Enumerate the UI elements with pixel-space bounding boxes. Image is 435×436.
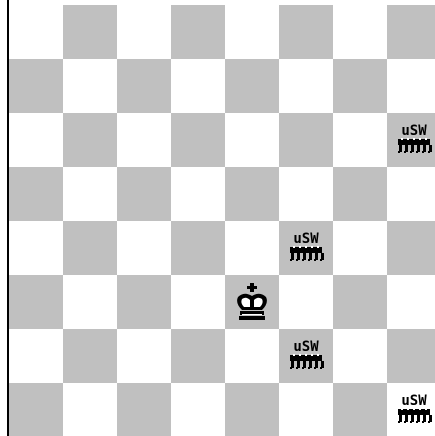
square-r0-c3[interactable] [171,5,225,59]
square-r4-c5[interactable]: uSW [279,221,333,275]
square-r5-c3[interactable] [171,275,225,329]
square-r5-c1[interactable] [63,275,117,329]
square-r4-c4[interactable] [225,221,279,275]
square-r3-c4[interactable] [225,167,279,221]
square-r2-c3[interactable] [171,113,225,167]
square-r7-c4[interactable] [225,383,279,436]
square-r1-c1[interactable] [63,59,117,113]
rover-label: uSW [401,124,426,138]
square-r7-c0[interactable] [9,383,63,436]
square-r3-c3[interactable] [171,167,225,221]
square-r4-c6[interactable] [333,221,387,275]
rover-piece[interactable]: uSW [279,329,333,383]
rover-piece[interactable]: uSW [387,383,435,436]
square-r6-c3[interactable] [171,329,225,383]
square-r4-c3[interactable] [171,221,225,275]
chess-board: uSW uSW uSW uSW [9,5,435,436]
square-r1-c0[interactable] [9,59,63,113]
rover-piece[interactable]: uSW [387,113,435,167]
square-r4-c2[interactable] [117,221,171,275]
square-r3-c5[interactable] [279,167,333,221]
square-r3-c7[interactable] [387,167,435,221]
square-r2-c5[interactable] [279,113,333,167]
rover-label: uSW [293,340,318,354]
square-r7-c1[interactable] [63,383,117,436]
square-r0-c6[interactable] [333,5,387,59]
square-r6-c5[interactable]: uSW [279,329,333,383]
square-r0-c5[interactable] [279,5,333,59]
square-r7-c5[interactable] [279,383,333,436]
square-r7-c3[interactable] [171,383,225,436]
rover-label: uSW [401,394,426,408]
square-r6-c7[interactable] [387,329,435,383]
square-r0-c0[interactable] [9,5,63,59]
square-r5-c4[interactable] [225,275,279,329]
square-r2-c7[interactable]: uSW [387,113,435,167]
square-r2-c0[interactable] [9,113,63,167]
square-r1-c4[interactable] [225,59,279,113]
square-r2-c4[interactable] [225,113,279,167]
square-r4-c0[interactable] [9,221,63,275]
square-r7-c2[interactable] [117,383,171,436]
rover-icon [286,246,326,266]
square-r6-c1[interactable] [63,329,117,383]
square-r6-c4[interactable] [225,329,279,383]
square-r5-c5[interactable] [279,275,333,329]
square-r6-c0[interactable] [9,329,63,383]
square-r1-c3[interactable] [171,59,225,113]
square-r1-c2[interactable] [117,59,171,113]
square-r4-c1[interactable] [63,221,117,275]
rover-label: uSW [293,232,318,246]
square-r6-c6[interactable] [333,329,387,383]
square-r6-c2[interactable] [117,329,171,383]
square-r5-c6[interactable] [333,275,387,329]
rover-icon [394,138,434,158]
square-r0-c4[interactable] [225,5,279,59]
square-r3-c0[interactable] [9,167,63,221]
square-r3-c1[interactable] [63,167,117,221]
square-r4-c7[interactable] [387,221,435,275]
square-r0-c1[interactable] [63,5,117,59]
square-r3-c6[interactable] [333,167,387,221]
square-r1-c6[interactable] [333,59,387,113]
square-r2-c2[interactable] [117,113,171,167]
rover-icon [286,354,326,374]
square-r5-c0[interactable] [9,275,63,329]
square-r0-c2[interactable] [117,5,171,59]
king-icon[interactable] [225,275,279,329]
square-r2-c6[interactable] [333,113,387,167]
square-r7-c7[interactable]: uSW [387,383,435,436]
square-r3-c2[interactable] [117,167,171,221]
square-r1-c5[interactable] [279,59,333,113]
square-r5-c2[interactable] [117,275,171,329]
rover-piece[interactable]: uSW [279,221,333,275]
square-r2-c1[interactable] [63,113,117,167]
square-r1-c7[interactable] [387,59,435,113]
square-r7-c6[interactable] [333,383,387,436]
square-r0-c7[interactable] [387,5,435,59]
rover-icon [394,408,434,428]
square-r5-c7[interactable] [387,275,435,329]
